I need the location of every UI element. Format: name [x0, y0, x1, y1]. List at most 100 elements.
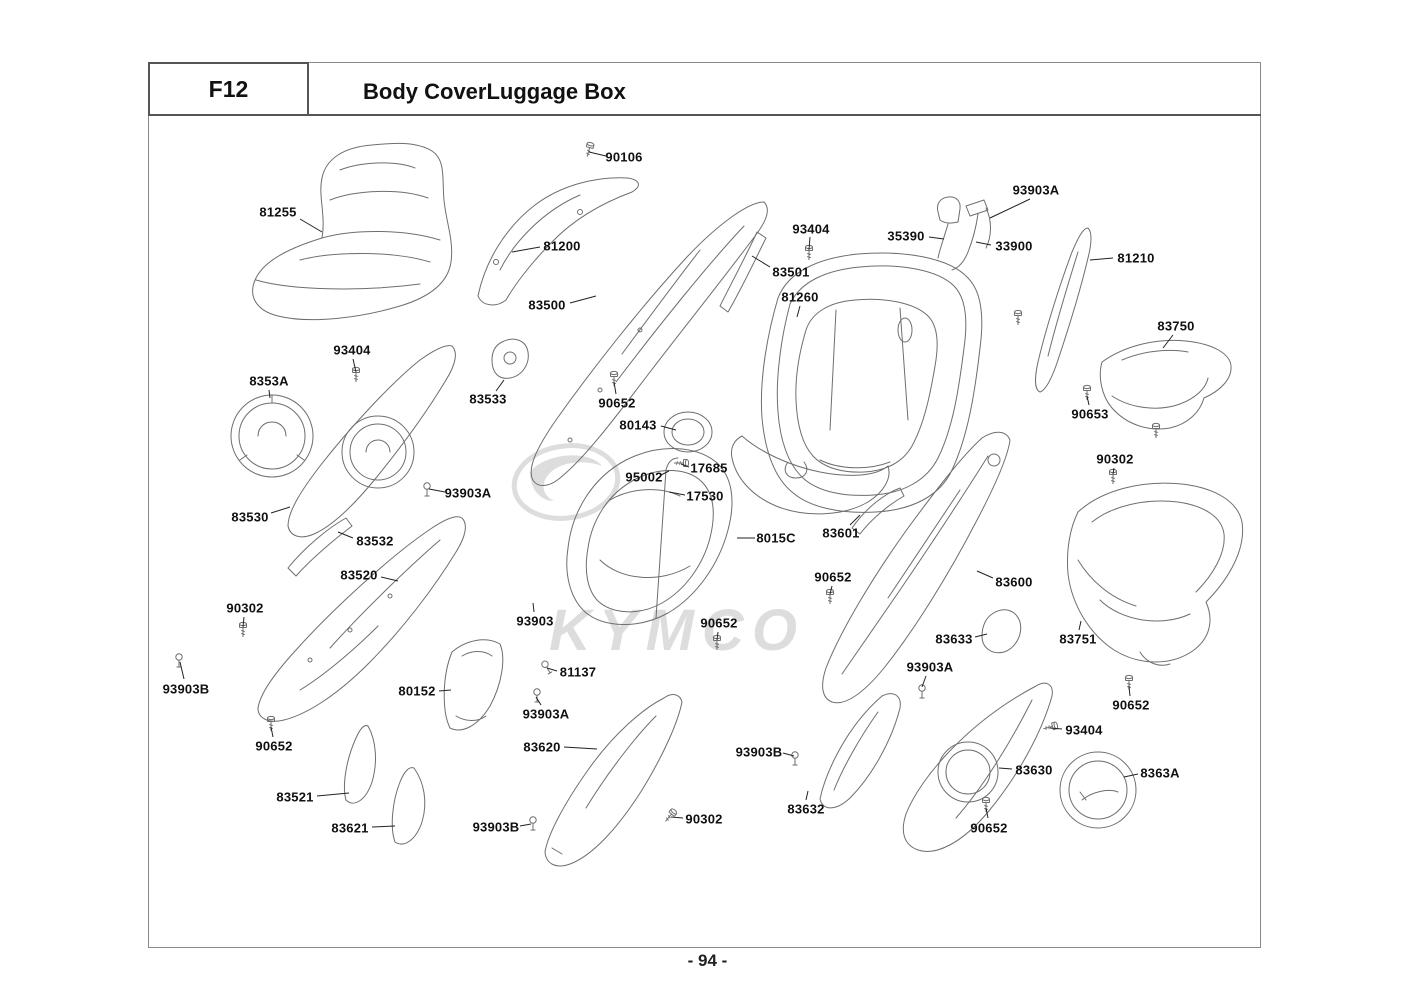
part-label-17685: 17685	[690, 460, 728, 476]
part-label-83601: 83601	[822, 525, 860, 541]
leader-line-90106	[588, 151, 607, 157]
leader-line-83621	[371, 825, 396, 828]
part-label-80152: 80152	[398, 683, 436, 699]
part-label-83600: 83600	[995, 574, 1033, 590]
part-label-93903A: 93903A	[906, 659, 954, 675]
part-label-81255: 81255	[259, 204, 297, 220]
leader-line-90652	[985, 807, 989, 819]
leader-line-90652	[270, 726, 274, 738]
part-label-33900: 33900	[995, 238, 1033, 254]
part-label-83520: 83520	[340, 567, 378, 583]
part-label-90652: 90652	[700, 615, 738, 631]
part-label-83633: 83633	[935, 631, 973, 647]
part-label-81200: 81200	[543, 238, 581, 254]
leader-line-83632	[805, 790, 809, 801]
part-label-83533: 83533	[469, 391, 507, 407]
part-label-90652: 90652	[255, 738, 293, 754]
page-title: Body CoverLuggage Box	[363, 79, 626, 104]
part-label-81137: 81137	[559, 664, 597, 680]
leader-line-81200	[511, 246, 541, 253]
section-code: F12	[208, 75, 249, 102]
leader-line-93903A	[989, 198, 1031, 219]
leader-line-83533	[495, 379, 505, 392]
leader-line-90302	[670, 816, 684, 819]
part-label-83630: 83630	[1015, 762, 1053, 778]
part-label-93903: 93903	[516, 613, 554, 629]
diagram-border	[148, 62, 1261, 948]
part-label-93404: 93404	[792, 221, 830, 237]
part-label-90106: 90106	[605, 149, 643, 165]
leader-line-83532	[337, 531, 354, 539]
part-label-83530: 83530	[231, 509, 269, 525]
part-label-83751: 83751	[1059, 631, 1097, 647]
part-label-93404: 93404	[333, 342, 371, 358]
leader-line-93903A	[535, 696, 542, 706]
part-label-83750: 83750	[1157, 318, 1195, 334]
part-label-90302: 90302	[685, 811, 723, 827]
part-label-93903A: 93903A	[1012, 182, 1060, 198]
part-label-90653: 90653	[1071, 406, 1109, 422]
part-label-83532: 83532	[356, 533, 394, 549]
leader-line-83521	[316, 792, 350, 797]
leader-line-90652	[829, 585, 833, 595]
part-label-8353A: 8353A	[249, 373, 289, 389]
part-label-93903B: 93903B	[472, 819, 520, 835]
part-label-90652: 90652	[1112, 697, 1150, 713]
part-label-95002: 95002	[625, 469, 663, 485]
watermark-text: KYMCO	[549, 598, 805, 663]
leader-line-81255	[299, 218, 323, 233]
part-label-35390: 35390	[887, 228, 925, 244]
part-label-83521: 83521	[276, 789, 314, 805]
part-label-17530: 17530	[686, 488, 724, 504]
leader-line-93903B	[782, 752, 795, 757]
part-label-93903B: 93903B	[735, 744, 783, 760]
leader-line-17685	[680, 463, 690, 468]
part-label-93404: 93404	[1065, 722, 1103, 738]
leader-line-83630	[998, 767, 1013, 770]
leader-line-80152	[438, 689, 452, 692]
leader-line-83530	[270, 506, 291, 514]
kymco-watermark: KYMCO	[511, 443, 805, 663]
leader-line-83500	[569, 295, 597, 304]
leader-line-93903	[532, 602, 535, 613]
section-code-box: F12	[148, 62, 309, 116]
leader-line-90653	[1086, 395, 1090, 406]
leader-line-83600	[976, 570, 994, 579]
leader-line-95002	[660, 470, 670, 476]
part-label-83501: 83501	[772, 264, 810, 280]
part-label-8015C: 8015C	[756, 530, 796, 546]
leader-line-93404	[1049, 727, 1063, 730]
part-label-83632: 83632	[787, 801, 825, 817]
leader-line-35390	[928, 236, 945, 240]
leader-line-83633	[974, 633, 988, 638]
leader-line-80143	[660, 425, 677, 431]
part-label-80143: 80143	[619, 417, 657, 433]
leader-line-93404	[352, 358, 357, 373]
part-label-8363A: 8363A	[1140, 765, 1180, 781]
leader-line-8353A	[268, 389, 271, 399]
part-label-90652: 90652	[970, 820, 1008, 836]
leader-line-93903A	[921, 675, 927, 688]
leader-line-93903B	[179, 661, 185, 680]
leader-line-90652	[1128, 685, 1131, 697]
part-label-93903A: 93903A	[522, 706, 570, 722]
part-label-90652: 90652	[814, 569, 852, 585]
leader-line-93903A	[428, 488, 446, 493]
leader-line-81137	[546, 667, 558, 672]
leader-line-81210	[1089, 257, 1114, 261]
part-label-90302: 90302	[1096, 451, 1134, 467]
part-label-81260: 81260	[781, 289, 819, 305]
part-label-81210: 81210	[1117, 250, 1155, 266]
leader-line-83520	[380, 576, 399, 582]
page-number: - 94 -	[687, 951, 728, 970]
leader-line-83501	[751, 255, 771, 268]
header-divider	[148, 114, 1261, 116]
leader-line-17530	[668, 491, 686, 496]
leader-line-83751	[1078, 620, 1082, 631]
leader-line-83601	[849, 514, 861, 526]
part-label-83620: 83620	[523, 739, 561, 755]
part-label-83500: 83500	[528, 297, 566, 313]
